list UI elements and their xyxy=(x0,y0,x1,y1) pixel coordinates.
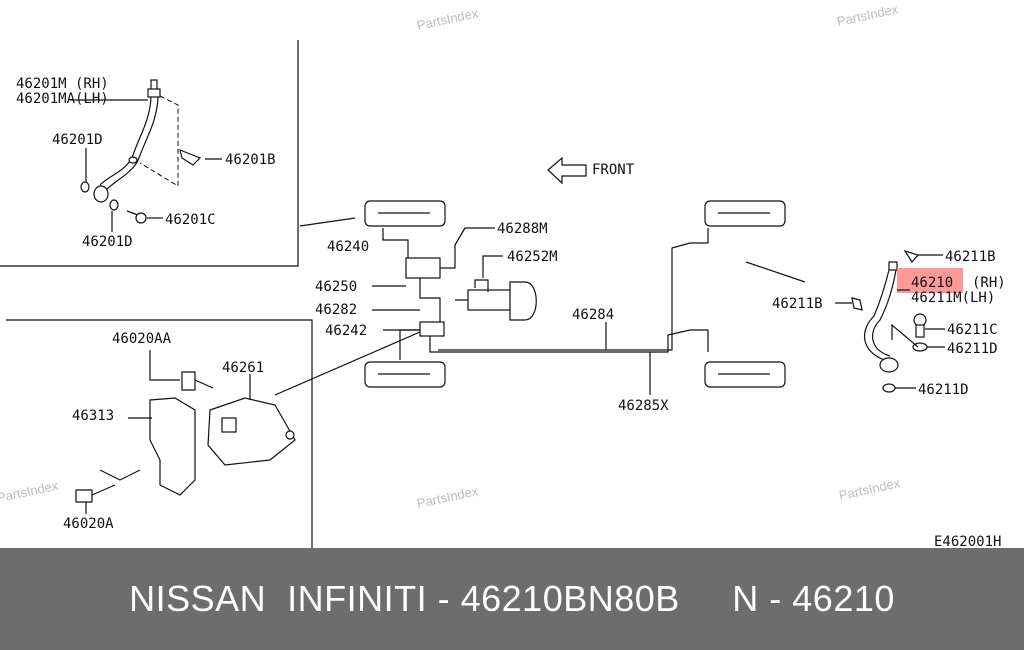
part-labels: 46201M (RH) 46201MA(LH) 46201D 46201B 46… xyxy=(16,76,1006,548)
part-label-46201d: 46201D xyxy=(82,234,133,250)
pointer-arrow xyxy=(745,261,806,283)
part-label-46020a: 46020A xyxy=(63,516,114,532)
footer-bar: NISSAN INFINITI - 46210BN80B N - 46210 xyxy=(0,548,1024,650)
footer-title: NISSAN INFINITI - 46210BN80B N - 46210 xyxy=(129,578,895,619)
part-label-46261: 46261 xyxy=(222,360,264,376)
part-label-46211m: 46211M(LH) xyxy=(911,290,995,306)
pointer-arrow xyxy=(274,331,421,396)
part-label-46250: 46250 xyxy=(315,279,357,295)
leader xyxy=(482,255,503,278)
part-label-46242: 46242 xyxy=(325,323,367,339)
caliper-drawing xyxy=(75,350,296,503)
part-label-46201m: 46201M (RH) xyxy=(16,76,109,92)
watermark: PartsIndex xyxy=(836,1,900,29)
watermarks: PartsIndex PartsIndex PartsIndex PartsIn… xyxy=(0,1,902,511)
part-label-46210[interactable]: 46210 xyxy=(911,275,953,291)
brake-lines xyxy=(382,227,709,360)
watermark: PartsIndex xyxy=(0,478,60,506)
part-label-46240: 46240 xyxy=(327,239,369,255)
highlight-46210 xyxy=(897,268,963,293)
part-label-46201d: 46201D xyxy=(52,132,103,148)
pointer-arrow xyxy=(299,217,356,227)
part-label-46313: 46313 xyxy=(72,408,114,424)
part-label-46252m: 46252M xyxy=(507,249,558,265)
part-label-46282: 46282 xyxy=(315,302,357,318)
part-label-46211d: 46211D xyxy=(918,382,969,398)
watermark: PartsIndex xyxy=(838,475,902,503)
part-label-46201c: 46201C xyxy=(165,212,216,228)
wheels xyxy=(364,200,786,388)
front-label: FRONT xyxy=(592,162,635,178)
part-label-46201b: 46201B xyxy=(225,152,276,168)
part-label-46285x: 46285X xyxy=(618,398,669,414)
part-label-46211d: 46211D xyxy=(947,341,998,357)
leader xyxy=(454,227,495,246)
inset-box-top-left xyxy=(0,40,299,267)
part-label-46211c: 46211C xyxy=(947,322,998,338)
hose-46201m-drawing xyxy=(80,79,202,224)
part-label-46201ma: 46201MA(LH) xyxy=(16,91,109,107)
inset-box-bottom-left xyxy=(6,319,313,548)
watermark: PartsIndex xyxy=(416,5,480,33)
part-label-46020aa: 46020AA xyxy=(112,331,172,347)
part-label-46210-side: (RH) xyxy=(972,275,1006,291)
front-arrow-icon xyxy=(547,156,587,185)
diagram-code: E462001H xyxy=(934,534,1001,548)
part-label-46211b: 46211B xyxy=(772,296,823,312)
part-label-46288m: 46288M xyxy=(497,221,548,237)
watermark: PartsIndex xyxy=(416,483,480,511)
part-label-46211b: 46211B xyxy=(945,249,996,265)
parts-diagram: PartsIndex PartsIndex PartsIndex PartsIn… xyxy=(0,1,1006,548)
part-label-46284: 46284 xyxy=(572,307,614,323)
